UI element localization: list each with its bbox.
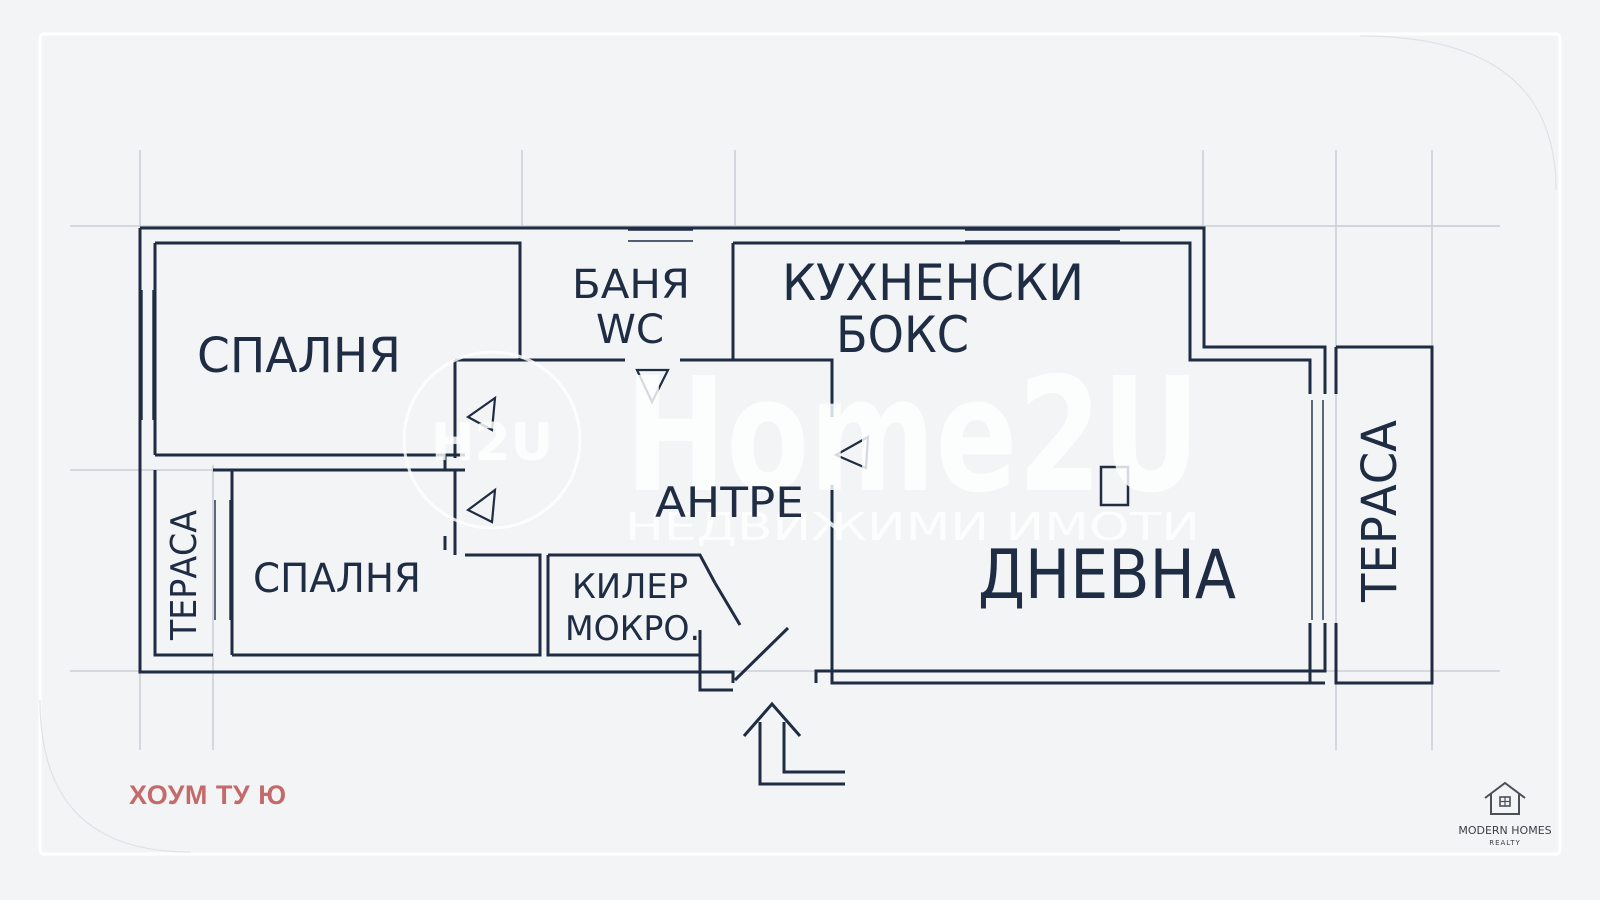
frame-inner xyxy=(39,35,1557,853)
watermark-logo-mark: H2U xyxy=(431,413,553,473)
label-terrace-right: ТЕРАСА xyxy=(1352,420,1408,603)
arrow-living xyxy=(833,435,870,470)
watermark-tagline: НЕДВИЖИМИ ИМОТИ xyxy=(625,505,1200,549)
watermark: H2U Home2U НЕДВИЖИМИ ИМОТИ xyxy=(402,344,1200,549)
windows xyxy=(141,229,1324,620)
label-bedroom-top: СПАЛНЯ xyxy=(197,328,401,384)
label-kitchen-line1: КУХНЕНСКИ xyxy=(782,254,1084,312)
column xyxy=(1099,465,1130,507)
arrow-bedroom-top xyxy=(465,395,497,432)
door-arrow-markers xyxy=(465,368,870,524)
room-labels: СПАЛНЯ БАНЯ WC КУХНЕНСКИ БОКС ТЕРАСА СПА… xyxy=(164,254,1408,649)
watermark-logo-ring xyxy=(402,350,582,530)
frame xyxy=(38,32,1562,856)
label-terrace-left: ТЕРАСА xyxy=(164,510,205,641)
label-bathroom-line2: WC xyxy=(596,307,664,353)
label-pantry-line2: МОКРО. xyxy=(565,609,700,649)
walls xyxy=(138,226,1434,692)
brand-logo: MODERN HOMES REALTY xyxy=(1440,780,1570,847)
arrow-bedroom-bottom xyxy=(465,487,497,524)
label-pantry-line1: КИЛЕР xyxy=(572,567,688,607)
arrow-bathroom xyxy=(635,368,670,405)
entrance-arrow xyxy=(742,701,845,786)
doors xyxy=(443,455,790,682)
brand-name: MODERN HOMES xyxy=(1458,824,1552,837)
label-kitchen-line2: БОКС xyxy=(836,306,969,364)
agency-label: ХОУМ ТУ Ю xyxy=(129,780,287,810)
label-bedroom-bottom: СПАЛНЯ xyxy=(253,556,421,602)
watermark-name: Home2U xyxy=(625,344,1200,528)
label-living-room: ДНЕВНА xyxy=(978,536,1236,615)
label-hallway: АНТРЕ xyxy=(655,478,804,527)
house-icon xyxy=(1484,781,1526,815)
label-bathroom-line1: БАНЯ xyxy=(572,262,690,308)
brand-sub: REALTY xyxy=(1489,839,1521,847)
